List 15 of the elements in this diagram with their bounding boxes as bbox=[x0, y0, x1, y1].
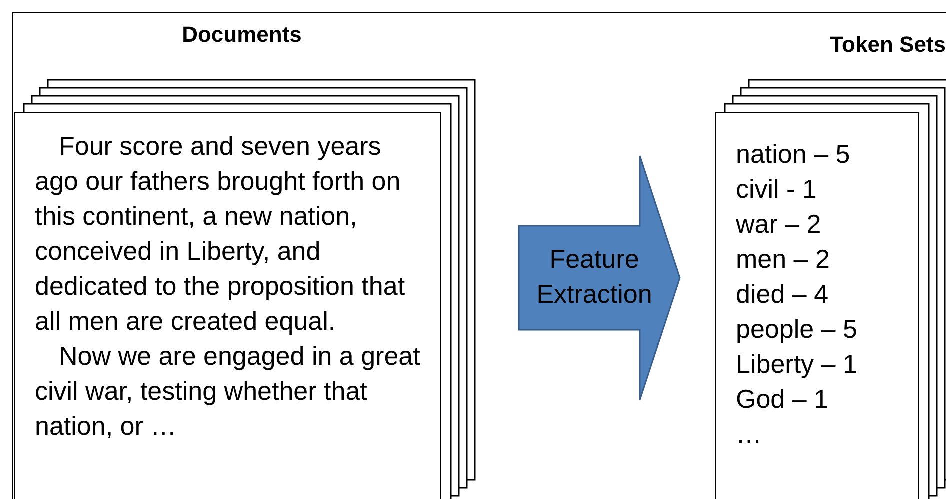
paragraph: Now we are engaged in a great civil war, testing whether that nation, or … bbox=[35, 340, 422, 443]
token-count: people – 5 bbox=[736, 313, 858, 346]
token-count: … bbox=[736, 418, 762, 451]
token-count: Liberty – 1 bbox=[736, 348, 858, 381]
heading: Token Sets bbox=[830, 32, 946, 58]
edge-label: Feature Extraction bbox=[536, 243, 654, 311]
token-count: nation – 5 bbox=[736, 138, 850, 171]
token-count: war – 2 bbox=[736, 208, 822, 241]
token-count: died – 4 bbox=[736, 278, 829, 311]
heading: Documents bbox=[182, 22, 302, 48]
block-arrow bbox=[518, 155, 681, 401]
token-count: men – 2 bbox=[736, 243, 830, 276]
token-count: God – 1 bbox=[736, 383, 829, 416]
token-count: civil - 1 bbox=[736, 173, 817, 206]
paragraph: Four score and seven years ago our fathers brought forth on this continent, a new nation, conceived in Liberty, and dedicated to the proposition that all men are created equal. bbox=[35, 130, 406, 338]
